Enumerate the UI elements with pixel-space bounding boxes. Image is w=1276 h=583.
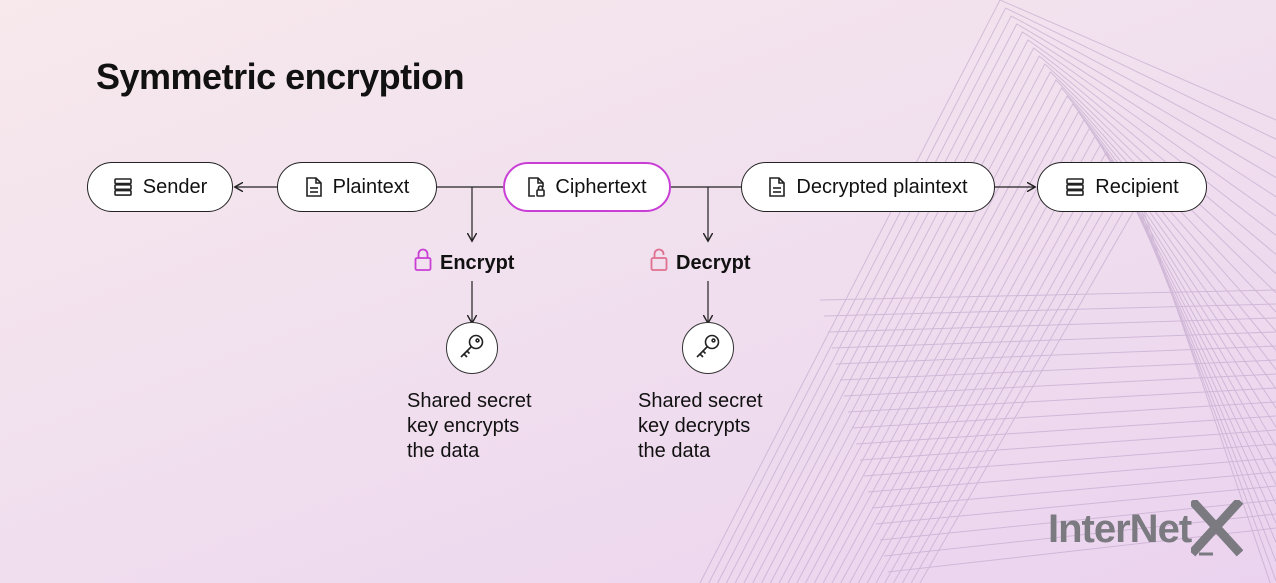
decrypt-step: Decrypt — [650, 248, 750, 278]
decrypt-key — [682, 322, 734, 374]
ciphertext-label: Ciphertext — [555, 175, 647, 198]
sender-node: Sender — [87, 162, 233, 212]
recipient-label: Recipient — [1095, 175, 1179, 198]
decrypted-plaintext-node: Decrypted plaintext — [741, 162, 995, 212]
server-icon — [1065, 177, 1085, 197]
encrypt-label: Encrypt — [440, 251, 515, 274]
recipient-node: Recipient — [1037, 162, 1207, 212]
encrypt-description-line: Shared secret — [407, 390, 532, 412]
lock-open-icon — [650, 248, 668, 278]
encrypt-description-line: the data — [407, 440, 480, 462]
encrypt-step: Encrypt — [414, 248, 514, 278]
encrypt-description: Shared secret key encrypts the data — [407, 389, 557, 464]
encrypt-description-line: key encrypts — [407, 415, 520, 437]
logo-text: InterNet — [1048, 506, 1192, 551]
document-icon — [768, 177, 786, 197]
server-icon — [113, 177, 133, 197]
sender-label: Sender — [142, 175, 208, 198]
logo-x-mark — [1191, 500, 1244, 558]
decrypt-description-line: key decrypts — [638, 415, 751, 437]
key-icon — [693, 331, 723, 366]
key-icon — [457, 331, 487, 366]
page-title: Symmetric encryption — [96, 56, 465, 97]
decrypt-description-line: Shared secret — [638, 390, 763, 412]
decrypted-plaintext-label: Decrypted plaintext — [796, 175, 968, 198]
ciphertext-node: Ciphertext — [503, 162, 671, 212]
internetx-logo: InterNet — [1048, 500, 1244, 558]
plaintext-label: Plaintext — [332, 175, 410, 198]
lock-closed-icon — [414, 248, 432, 278]
document-icon — [305, 177, 323, 197]
decrypt-description: Shared secret key decrypts the data — [638, 389, 788, 464]
decrypt-label: Decrypt — [676, 251, 751, 274]
decrypt-description-line: the data — [638, 440, 711, 462]
plaintext-node: Plaintext — [277, 162, 437, 212]
locked-document-icon — [527, 177, 546, 197]
encrypt-key — [446, 322, 498, 374]
